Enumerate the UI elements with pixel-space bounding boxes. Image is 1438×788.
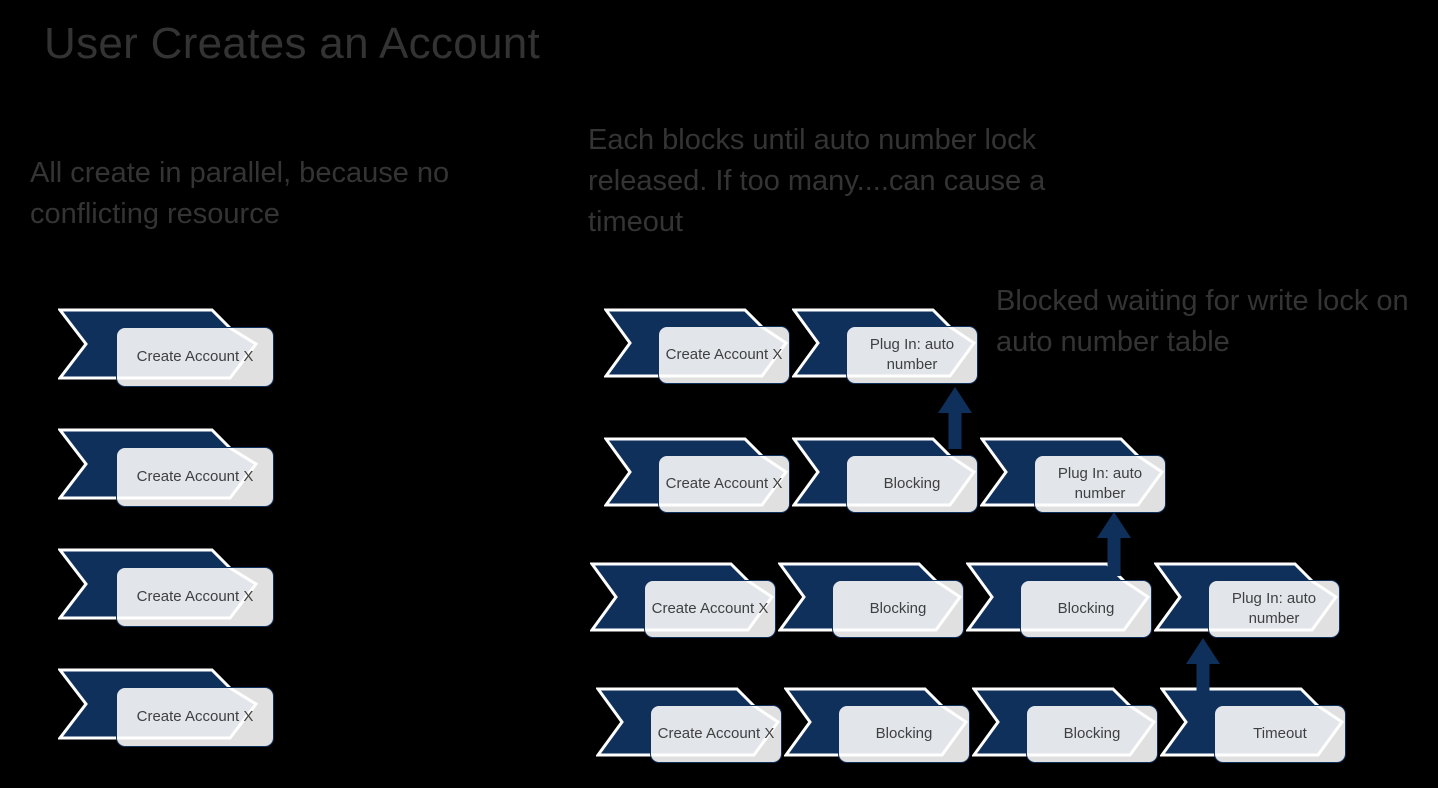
arrow-row4-to-row3 — [1186, 638, 1220, 702]
step-label: Blocking — [883, 475, 941, 492]
right-r4-step-1[interactable]: Create Account X — [596, 687, 791, 775]
left-step-3[interactable]: Create Account X — [58, 548, 278, 638]
caption-blocked-write-lock: Blocked waiting for write lock on auto n… — [996, 285, 1409, 358]
left-step-4[interactable]: Create Account X — [58, 668, 278, 758]
step-label: Create Account X — [136, 468, 254, 485]
step-box[interactable]: Create Account X — [650, 705, 782, 763]
right-r4-step-4[interactable]: Timeout — [1160, 687, 1355, 775]
step-label: Blocking — [1057, 600, 1115, 617]
step-label: Create Account X — [136, 708, 254, 725]
step-box[interactable]: Create Account X — [658, 326, 790, 384]
caption-blocking-timeout: Each blocks until auto number lock relea… — [588, 124, 1046, 238]
step-box[interactable]: Plug In: auto number — [846, 326, 978, 384]
step-label: Create Account X — [651, 600, 769, 617]
step-box[interactable]: Blocking — [838, 705, 970, 763]
step-label: Timeout — [1253, 725, 1307, 742]
step-label: Create Account X — [665, 346, 783, 363]
step-box[interactable]: Plug In: auto number — [1208, 580, 1340, 638]
step-box[interactable]: Plug In: auto number — [1034, 455, 1166, 513]
right-r4-step-3[interactable]: Blocking — [972, 687, 1167, 775]
right-r3-step-4[interactable]: Plug In: auto number — [1154, 562, 1349, 650]
step-label: Blocking — [1063, 725, 1121, 742]
step-label: Plug In: auto number — [1057, 465, 1143, 502]
arrow-row3-to-row2 — [1097, 512, 1131, 576]
step-box[interactable]: Blocking — [846, 455, 978, 513]
right-r3-step-3[interactable]: Blocking — [966, 562, 1161, 650]
step-box[interactable]: Create Account X — [658, 455, 790, 513]
step-box[interactable]: Create Account X — [644, 580, 776, 638]
right-r4-step-2[interactable]: Blocking — [784, 687, 979, 775]
step-label: Create Account X — [136, 588, 254, 605]
step-label: Create Account X — [136, 348, 254, 365]
step-box[interactable]: Blocking — [832, 580, 964, 638]
right-r2-step-1[interactable]: Create Account X — [604, 437, 799, 525]
caption-left-parallel: All create in parallel, because no confl… — [30, 157, 450, 230]
step-box[interactable]: Create Account X — [116, 567, 274, 627]
step-box[interactable]: Create Account X — [116, 687, 274, 747]
step-label: Plug In: auto number — [1231, 590, 1317, 627]
right-r1-step-1[interactable]: Create Account X — [604, 308, 799, 396]
arrow-row2-to-row1 — [938, 387, 972, 449]
step-box[interactable]: Timeout — [1214, 705, 1346, 763]
right-r3-step-2[interactable]: Blocking — [778, 562, 973, 650]
step-label: Create Account X — [665, 475, 783, 492]
step-box[interactable]: Blocking — [1020, 580, 1152, 638]
step-box[interactable]: Create Account X — [116, 327, 274, 387]
step-label: Blocking — [869, 600, 927, 617]
step-label: Blocking — [875, 725, 933, 742]
step-box[interactable]: Blocking — [1026, 705, 1158, 763]
step-label: Create Account X — [657, 725, 775, 742]
left-step-1[interactable]: Create Account X — [58, 308, 278, 398]
right-r3-step-1[interactable]: Create Account X — [590, 562, 785, 650]
step-box[interactable]: Create Account X — [116, 447, 274, 507]
page-title: User Creates an Account — [44, 19, 541, 68]
step-label: Plug In: auto number — [869, 336, 955, 373]
left-step-2[interactable]: Create Account X — [58, 428, 278, 518]
right-r1-step-2[interactable]: Plug In: auto number — [792, 308, 987, 396]
right-r2-step-2[interactable]: Blocking — [792, 437, 987, 525]
right-r2-step-3[interactable]: Plug In: auto number — [980, 437, 1175, 525]
